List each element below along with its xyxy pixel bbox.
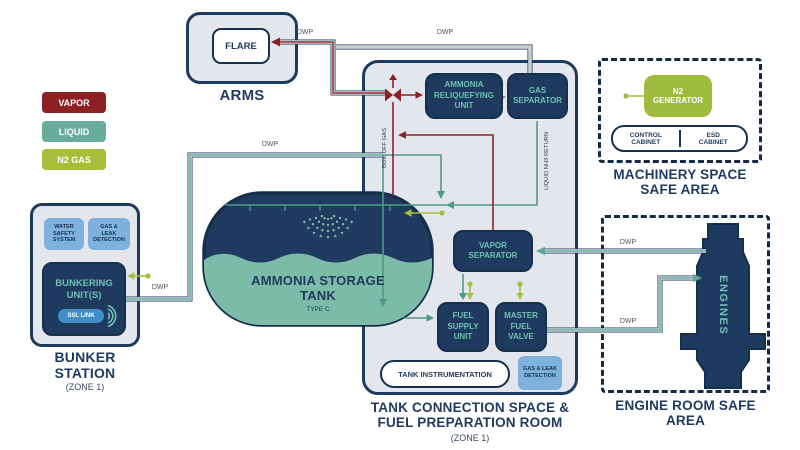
tcs-gas-leak-detection-box: GAS & LEAK DETECTION <box>518 356 562 390</box>
ammonia-storage-tank-shape <box>202 191 434 327</box>
cabinet-divider <box>678 130 681 147</box>
gas-separator-dwp-to-flare <box>336 44 533 75</box>
engines-shape <box>680 223 766 389</box>
dwp-label-flare-right: DWP <box>436 29 454 36</box>
dwp-label-bunker-top: DWP <box>261 141 279 148</box>
arms-room <box>186 12 298 84</box>
dwp-label-engine-bottom: DWP <box>619 318 637 325</box>
ssl-wifi-icon <box>107 305 117 327</box>
dwp-label-bunker: DWP <box>151 284 169 291</box>
bunkering-dwp-line <box>122 152 383 302</box>
spray-icon <box>303 214 353 239</box>
tcs-caption: TANK CONNECTION SPACE & FUEL PREPARATION… <box>370 400 570 431</box>
dwp-label-flare-left: DWP <box>296 29 314 36</box>
vapor-lines <box>392 79 494 230</box>
flare-box: FLARE <box>212 28 270 64</box>
machinery-space-caption: MACHINERY SPACE SAFE AREA <box>613 167 747 198</box>
cabinets-box: CONTROL CABINET ESD CABINET <box>611 125 748 152</box>
arms-caption: ARMS <box>219 87 265 104</box>
bunker-gas-leak-detection-box: GAS & LEAK DETECTION <box>88 218 130 250</box>
ammonia-reliquefying-unit-box: AMMONIA RELIQUEFYING UNIT <box>425 73 503 119</box>
vapor-arrows <box>398 91 423 139</box>
ssl-link-badge: SSL LINK <box>58 309 104 323</box>
n2-dots-arrows <box>127 93 629 300</box>
tank-instrumentation-box: TANK INSTRUMENTATION <box>380 360 510 388</box>
storage-tank-type: TYPE C <box>306 306 330 313</box>
tcs-zone: (ZONE 1) <box>450 433 490 443</box>
vapor-dwp-to-flare <box>271 37 388 96</box>
legend-n2gas-pill: N2 GAS <box>42 149 106 170</box>
liquid-nh3-return-label: LIQUID NH3 RETURN <box>544 131 550 191</box>
fuel-supply-unit-box: FUEL SUPPLY UNIT <box>437 302 489 352</box>
control-cabinet-label: CONTROL CABINET <box>629 131 662 146</box>
tank-sparger <box>225 204 450 211</box>
storage-tank-title: AMMONIA STORAGE TANK <box>251 273 385 303</box>
gas-separator-box: GAS SEPARATOR <box>507 73 568 119</box>
n2-generator-box: N2 GENERATOR <box>644 75 712 117</box>
bunker-station-caption: BUNKER STATION <box>54 349 116 381</box>
engine-return-dwp-line <box>536 246 706 256</box>
vapor-separator-box: VAPOR SEPARATOR <box>453 230 533 272</box>
master-fuel-valve-box: MASTER FUEL VALVE <box>495 302 547 352</box>
legend-liquid-pill: LIQUID <box>42 121 106 142</box>
fuel-dwp-line <box>544 273 702 333</box>
valve-icon <box>385 74 401 102</box>
bunker-station-zone: (ZONE 1) <box>65 382 105 392</box>
dwp-label-engine-top: DWP <box>619 239 637 246</box>
engines-label: ENGINES <box>717 275 730 336</box>
water-safety-system-box: WATER SAFETY SYSTEM <box>44 218 84 250</box>
legend-vapor-pill: VAPOR <box>42 92 106 113</box>
boil-off-gas-label: BOIL OFF GAS <box>382 127 388 169</box>
engine-room-caption: ENGINE ROOM SAFE AREA <box>615 398 756 429</box>
esd-cabinet-label: ESD CABINET <box>698 131 728 146</box>
